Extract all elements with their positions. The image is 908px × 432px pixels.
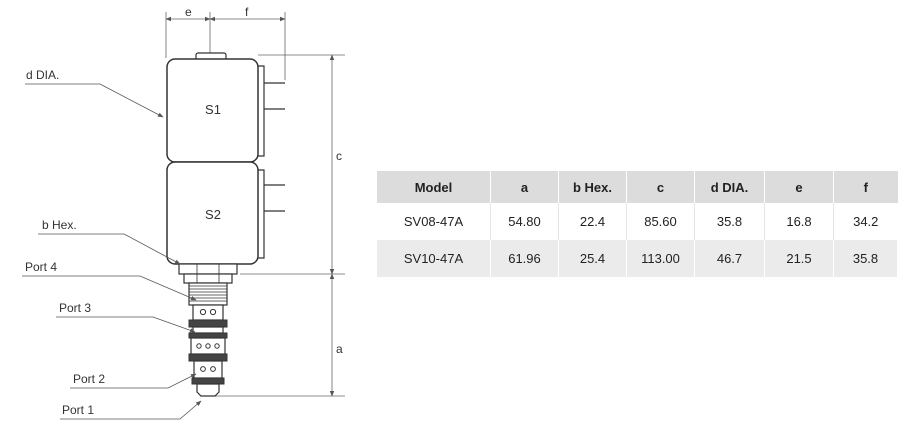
dimension-ca [205,54,345,397]
callout-port-3: Port 3 [59,301,91,315]
dimension-a-label: a [336,342,343,356]
cell-c: 113.00 [626,240,695,277]
callout-port-1: Port 1 [62,403,94,417]
dimension-c-label: c [336,149,342,163]
cell-d-dia: 46.7 [694,240,765,277]
cell-d-dia: 35.8 [694,203,765,240]
header-a: a [490,171,559,203]
coil-s1 [166,58,285,163]
header-f: f [833,171,898,203]
dimension-f-label: f [245,5,249,19]
coil-s2 [166,161,285,265]
table-row: SV08-47A 54.80 22.4 85.60 35.8 16.8 34.2 [377,203,898,240]
cell-a: 54.80 [490,203,559,240]
hex-nut [178,263,238,284]
header-e: e [764,171,834,203]
header-b-hex: b Hex. [558,171,627,203]
callout-b-hex: b Hex. [42,218,77,232]
coil-s1-label: S1 [205,102,221,117]
cell-e: 21.5 [764,240,834,277]
cell-a: 61.96 [490,240,559,277]
dimension-ef [165,12,286,80]
callout-port-2: Port 2 [73,372,105,386]
table-header-row: Model a b Hex. c d DIA. e f [377,171,898,203]
callout-leaders [22,83,202,420]
header-c: c [626,171,695,203]
cartridge-body [188,282,228,397]
cell-f: 34.2 [833,203,898,240]
dimension-e-label: e [185,5,192,19]
spec-table: Model a b Hex. c d DIA. e f SV08-47A 54.… [377,171,898,277]
cell-model: SV10-47A [377,240,491,277]
cell-b-hex: 25.4 [558,240,627,277]
coil-s2-label: S2 [205,207,221,222]
cell-e: 16.8 [764,203,834,240]
cell-model: SV08-47A [377,203,491,240]
cell-c: 85.60 [626,203,695,240]
callout-port-4: Port 4 [25,260,57,274]
table-row: SV10-47A 61.96 25.4 113.00 46.7 21.5 35.… [377,240,898,277]
header-d-dia: d DIA. [694,171,765,203]
header-model: Model [377,171,491,203]
cell-b-hex: 22.4 [558,203,627,240]
cell-f: 35.8 [833,240,898,277]
callout-d-dia: d DIA. [26,68,59,82]
